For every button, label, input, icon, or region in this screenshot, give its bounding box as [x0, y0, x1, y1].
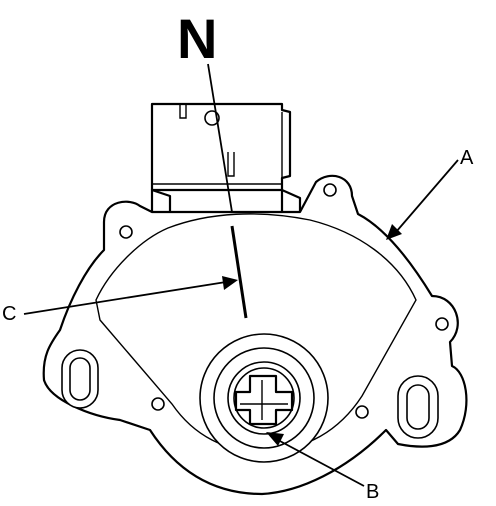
connector-housing: [150, 102, 302, 216]
callout-a-label: A: [460, 147, 474, 169]
mount-hole-left-bottom: [151, 397, 165, 411]
callout-c-arrowhead: [222, 276, 238, 290]
callout-b-label: B: [366, 481, 379, 503]
position-label-n: N: [177, 7, 217, 70]
callout-b-leader: [277, 439, 365, 487]
slot-right: [397, 375, 439, 439]
callout-a-arrowhead: [386, 224, 402, 240]
index-mark: [230, 225, 248, 319]
mount-hole-left-top: [119, 225, 133, 239]
mount-hole-right-top: [323, 183, 337, 197]
slot-left: [61, 349, 99, 409]
neutral-reference-line: [207, 63, 233, 213]
callout-c-label: C: [2, 303, 16, 325]
mount-hole-right: [435, 317, 449, 331]
shaft-slot: [234, 374, 294, 426]
callout-c-leader: [23, 281, 227, 315]
callout-a-leader: [395, 159, 459, 233]
mount-hole-right-bottom: [355, 405, 369, 419]
callout-b-arrowhead: [266, 432, 284, 446]
